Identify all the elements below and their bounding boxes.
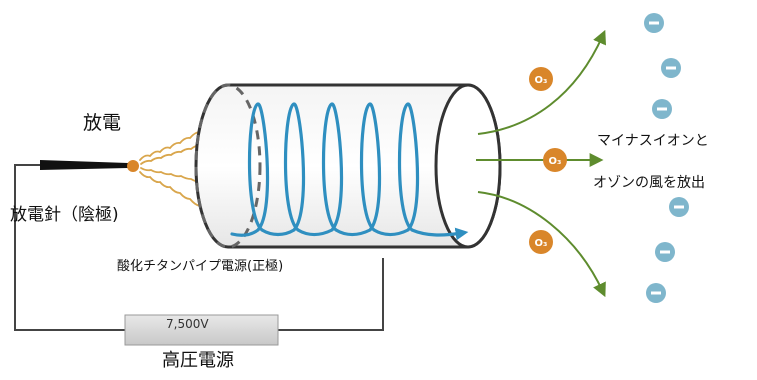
pipe-electrode-label: 酸化チタンパイプ電源(正極) [117,259,284,274]
emission-label-line2: オゾンの風を放出 [593,175,705,191]
discharge-label: 放電 [83,112,122,134]
spark-icon [139,131,202,207]
high-voltage-source-label: 高圧電源 [162,350,234,371]
ozone-molecule-icon: O₃ O₃ O₃ [529,67,567,254]
ozone-label: O₃ [535,238,548,249]
spiral-airflow [230,102,469,241]
ozone-label: O₃ [535,75,548,86]
flow-arrow-icon [476,29,606,298]
ozone-label: O₃ [549,156,562,167]
discharge-needle-label: 放電針（陰極) [10,205,119,225]
power-supply-box [124,314,279,346]
needle-tip [127,160,139,172]
titanium-pipe-cylinder [194,83,502,249]
discharge-needle-icon [40,160,128,170]
negative-ion-icon [644,13,689,303]
voltage-label: 7,500V [166,317,209,331]
emission-label-line1: マイナスイオンと [597,133,709,149]
